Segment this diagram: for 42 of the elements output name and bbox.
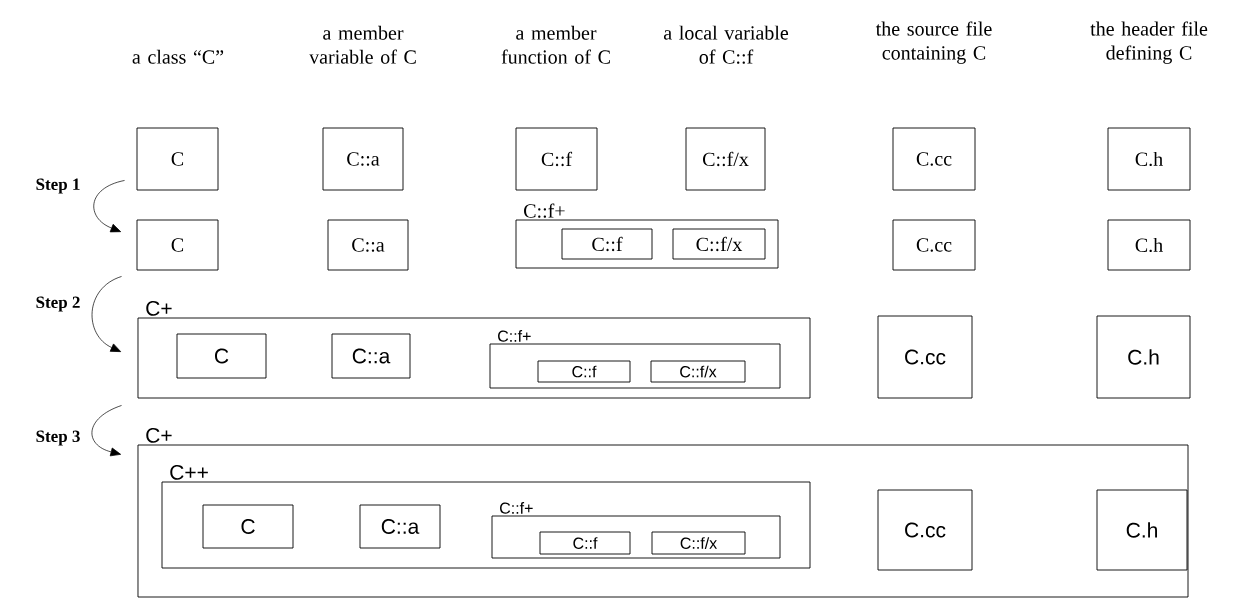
column-heading: a class “C” <box>132 49 224 64</box>
curved-arrow <box>91 405 122 457</box>
column-heading: a member variable of C <box>309 25 416 64</box>
name-box: C::a <box>327 219 409 271</box>
node-label: C+ <box>146 300 172 316</box>
name-box: C::f <box>515 127 598 191</box>
column-heading: the source file containing C <box>875 21 992 64</box>
name-box: C <box>136 127 219 191</box>
name-box: C::f <box>537 360 631 383</box>
name-box: C::f/x <box>685 127 766 191</box>
name-box: C.cc <box>892 219 976 271</box>
name-box: C::a <box>359 504 441 549</box>
name-box: C.h <box>1096 315 1191 399</box>
curved-arrow <box>91 276 122 352</box>
name-box: C.cc <box>892 127 976 191</box>
name-box: C.h <box>1107 219 1191 271</box>
name-box: C::f <box>561 228 653 260</box>
name-box: C::f/x <box>672 228 766 260</box>
name-box: C <box>202 504 294 549</box>
name-box: C::f/x <box>651 531 746 555</box>
name-box: C.cc <box>877 315 973 399</box>
name-box: C::a <box>322 127 404 191</box>
node-label: C+ <box>146 427 172 443</box>
edge-label: Step 1 <box>34 177 82 195</box>
edge-label: Step 2 <box>34 295 82 313</box>
name-box: C::f/x <box>650 360 746 383</box>
name-box: C::f <box>539 531 631 555</box>
name-box: C <box>176 333 267 379</box>
name-box: C.cc <box>877 489 973 571</box>
column-heading: the header file defining C <box>1090 21 1208 64</box>
name-box: C::a <box>331 333 411 379</box>
column-heading: a local variable of C::f <box>663 25 789 64</box>
node-label: C::f+ <box>498 330 531 342</box>
column-heading: a member function of C <box>501 25 610 64</box>
name-box: C.h <box>1107 127 1191 191</box>
name-box: C.h <box>1096 489 1188 571</box>
edge-label: Step 3 <box>34 429 82 447</box>
curved-arrow <box>93 180 125 233</box>
node-label: C++ <box>170 464 208 480</box>
node-label: C::f+ <box>524 203 565 218</box>
name-box: C <box>136 219 219 271</box>
node-label: C::f+ <box>500 502 533 514</box>
